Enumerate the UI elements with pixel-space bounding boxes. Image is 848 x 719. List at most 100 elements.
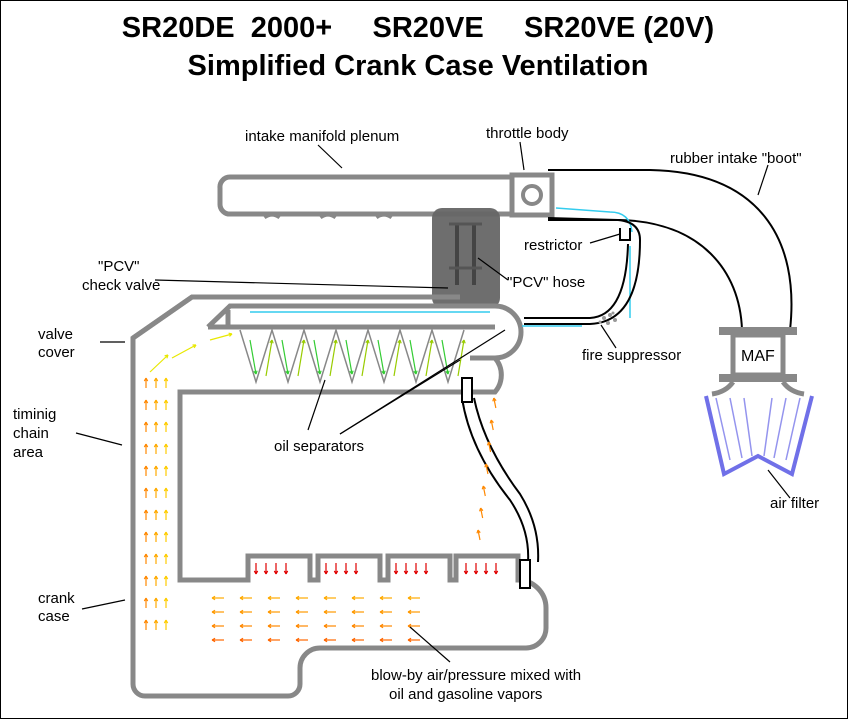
label-blowby-1: blow-by air/pressure mixed with — [371, 667, 581, 684]
flow-arrowhead — [493, 570, 499, 575]
flow-arrowhead — [143, 597, 149, 602]
flow-arrowhead — [267, 637, 272, 643]
flow-arrowhead — [397, 339, 402, 344]
diagram-title: SR20DE 2000+ SR20VE SR20VE (20V) — [121, 12, 715, 44]
flow-arrowhead — [163, 443, 169, 448]
flow-arrowhead — [365, 339, 370, 344]
label-restrictor: restrictor — [524, 237, 582, 254]
flow-arrow — [361, 339, 369, 377]
flow-arrowhead — [163, 619, 169, 624]
flow-arrowhead — [351, 637, 356, 643]
flow-arrowhead — [143, 575, 149, 580]
flow-arrowhead — [263, 570, 269, 575]
flow-arrowhead — [407, 637, 412, 643]
flow-arrow — [209, 333, 233, 341]
label-crank-case-1: crank — [38, 590, 75, 607]
flow-arrowhead — [379, 595, 384, 601]
flow-arrowhead — [143, 619, 149, 624]
flow-arrow — [265, 339, 273, 377]
flow-arrowhead — [333, 570, 339, 575]
flow-arrowhead — [239, 623, 244, 629]
flow-arrowhead — [153, 575, 159, 580]
flow-arrowhead — [153, 377, 159, 382]
intake-manifold-plenum — [217, 174, 515, 245]
flow-arrowhead — [473, 570, 479, 575]
flow-arrowhead — [445, 370, 450, 375]
flow-arrowhead — [253, 370, 258, 375]
engine-block — [130, 294, 549, 699]
flow-arrow — [249, 339, 257, 375]
valve-cover — [206, 303, 524, 361]
flow-arrowhead — [479, 507, 484, 512]
flow-arrowhead — [295, 637, 300, 643]
label-blowby-2: oil and gasoline vapors — [389, 686, 542, 703]
flow-arrow — [149, 354, 169, 373]
flow-arrow — [313, 339, 321, 375]
label-throttle-body: throttle body — [486, 125, 569, 142]
flow-arrowhead — [301, 339, 306, 344]
flow-arrowhead — [163, 465, 169, 470]
flow-arrowhead — [343, 570, 349, 575]
flow-arrowhead — [323, 623, 328, 629]
flow-arrow — [493, 397, 497, 409]
flow-arrowhead — [143, 509, 149, 514]
flow-arrow — [329, 339, 337, 377]
flow-arrowhead — [163, 509, 169, 514]
label-pcv-check-valve-1: "PCV" — [98, 258, 140, 275]
flow-arrow — [409, 339, 417, 375]
flow-arrowhead — [285, 370, 290, 375]
oil-separator-baffles — [239, 327, 465, 385]
flow-arrowhead — [211, 623, 216, 629]
flow-arrowhead — [143, 465, 149, 470]
flow-arrowhead — [163, 553, 169, 558]
flow-arrowhead — [267, 609, 272, 615]
flow-arrowhead — [143, 531, 149, 536]
flow-arrowhead — [403, 570, 409, 575]
flow-arrow — [477, 529, 481, 541]
flow-arrow — [297, 339, 305, 377]
label-rubber-intake-boot: rubber intake "boot" — [670, 150, 802, 167]
pcv-hose — [432, 208, 500, 308]
flow-arrow — [281, 339, 289, 375]
flow-arrowhead — [143, 399, 149, 404]
breather-hose — [461, 397, 540, 563]
flow-arrowhead — [143, 487, 149, 492]
fire-suppressor-line — [524, 239, 641, 325]
flow-arrowhead — [351, 595, 356, 601]
flow-arrowhead — [423, 570, 429, 575]
blowby-flow-arrows — [143, 332, 499, 643]
flow-arrowhead — [379, 637, 384, 643]
flow-arrow — [482, 485, 486, 497]
flow-arrowhead — [153, 399, 159, 404]
flow-arrowhead — [463, 570, 469, 575]
flow-arrowhead — [211, 595, 216, 601]
flow-arrowhead — [489, 419, 494, 424]
flow-arrowhead — [143, 553, 149, 558]
flow-arrowhead — [273, 570, 279, 575]
flow-arrow — [490, 419, 494, 431]
flow-arrow — [485, 463, 489, 475]
flow-arrowhead — [164, 354, 169, 359]
flow-arrowhead — [163, 597, 169, 602]
flow-arrowhead — [228, 332, 233, 337]
flow-arrowhead — [413, 570, 419, 575]
flow-arrowhead — [283, 570, 289, 575]
label-valve-cover-1: valve — [38, 326, 73, 343]
flow-arrowhead — [481, 485, 486, 490]
label-timing-chain-2: chain — [13, 425, 49, 442]
flow-arrowhead — [486, 441, 492, 446]
flow-arrowhead — [153, 531, 159, 536]
label-air-filter: air filter — [770, 495, 819, 512]
flow-arrowhead — [153, 465, 159, 470]
flow-arrowhead — [253, 570, 259, 575]
flow-arrow — [487, 441, 492, 453]
diagram-labels: intake manifold plenum throttle body rub… — [13, 125, 819, 703]
label-oil-separators: oil separators — [274, 438, 364, 455]
flow-arrow — [377, 339, 385, 375]
label-crank-case-2: case — [38, 608, 70, 625]
flow-arrowhead — [323, 609, 328, 615]
flow-arrowhead — [239, 595, 244, 601]
flow-arrowhead — [163, 487, 169, 492]
flow-arrowhead — [413, 370, 418, 375]
label-pcv-check-valve-2: check valve — [82, 277, 160, 294]
